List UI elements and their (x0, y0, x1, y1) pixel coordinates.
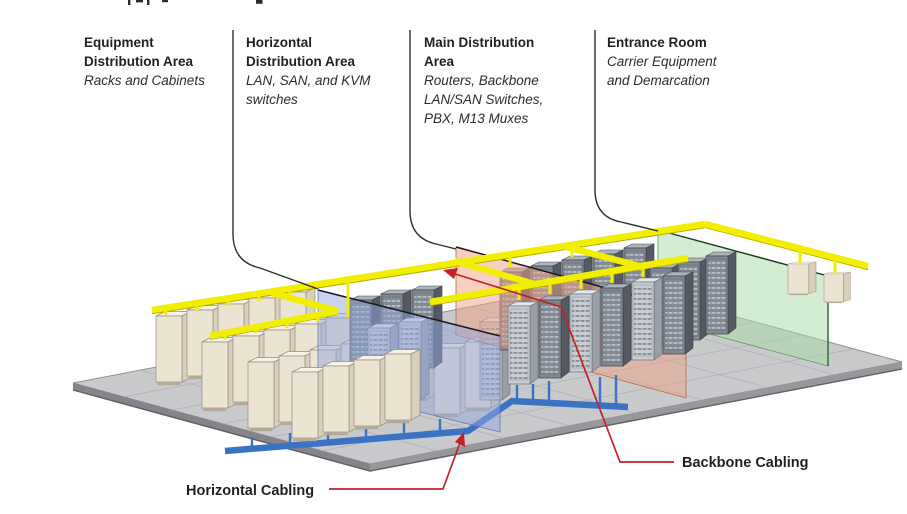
entrance-leader-line (594, 30, 659, 232)
area-title: Equipment Distribution Area (84, 35, 194, 69)
mda-leader-line (409, 30, 457, 250)
area-subtitle: Racks and Cabinets (84, 73, 205, 88)
backbone-cabling-label: Backbone Cabling (682, 455, 809, 471)
area-title: Horizontal Distribution Area (246, 35, 356, 69)
area-subtitle: Routers, Backbone LAN/SAN Switches, PBX,… (424, 73, 544, 126)
cropped-text-fragments (128, 0, 263, 5)
area-leader-lines (232, 30, 659, 290)
horizontal-distribution-area-label: Horizontal Distribution Area LAN, SAN, a… (246, 33, 386, 109)
horizontal-cabling-label: Horizontal Cabling (186, 483, 314, 499)
entrance-room-label: Entrance Room Carrier Equipment and Dema… (607, 33, 737, 90)
cable-callout-lines (329, 272, 674, 490)
horizontal-cabling-stubs (515, 375, 618, 406)
overhead-cable-trays (151, 220, 869, 340)
equipment-distribution-area-label: Equipment Distribution Area Racks and Ca… (84, 33, 216, 90)
backbone-arrowhead (443, 268, 458, 279)
area-title: Main Distribution Area (424, 35, 535, 69)
callout-arrowheads (443, 268, 465, 447)
floor-edge-left (73, 383, 370, 471)
area-subtitle: LAN, SAN, and KVM switches (246, 73, 371, 107)
backbone-callout-line (451, 272, 674, 463)
main-distribution-area-label: Main Distribution Area Routers, Backbone… (424, 33, 564, 128)
floor-edge-right (370, 362, 902, 471)
area-subtitle: Carrier Equipment and Demarcation (607, 54, 717, 88)
horizontal-arrowhead (455, 432, 465, 447)
hda-leader-line (232, 30, 319, 290)
area-title: Entrance Room (607, 35, 707, 50)
horizontal-callout-line (329, 439, 462, 490)
